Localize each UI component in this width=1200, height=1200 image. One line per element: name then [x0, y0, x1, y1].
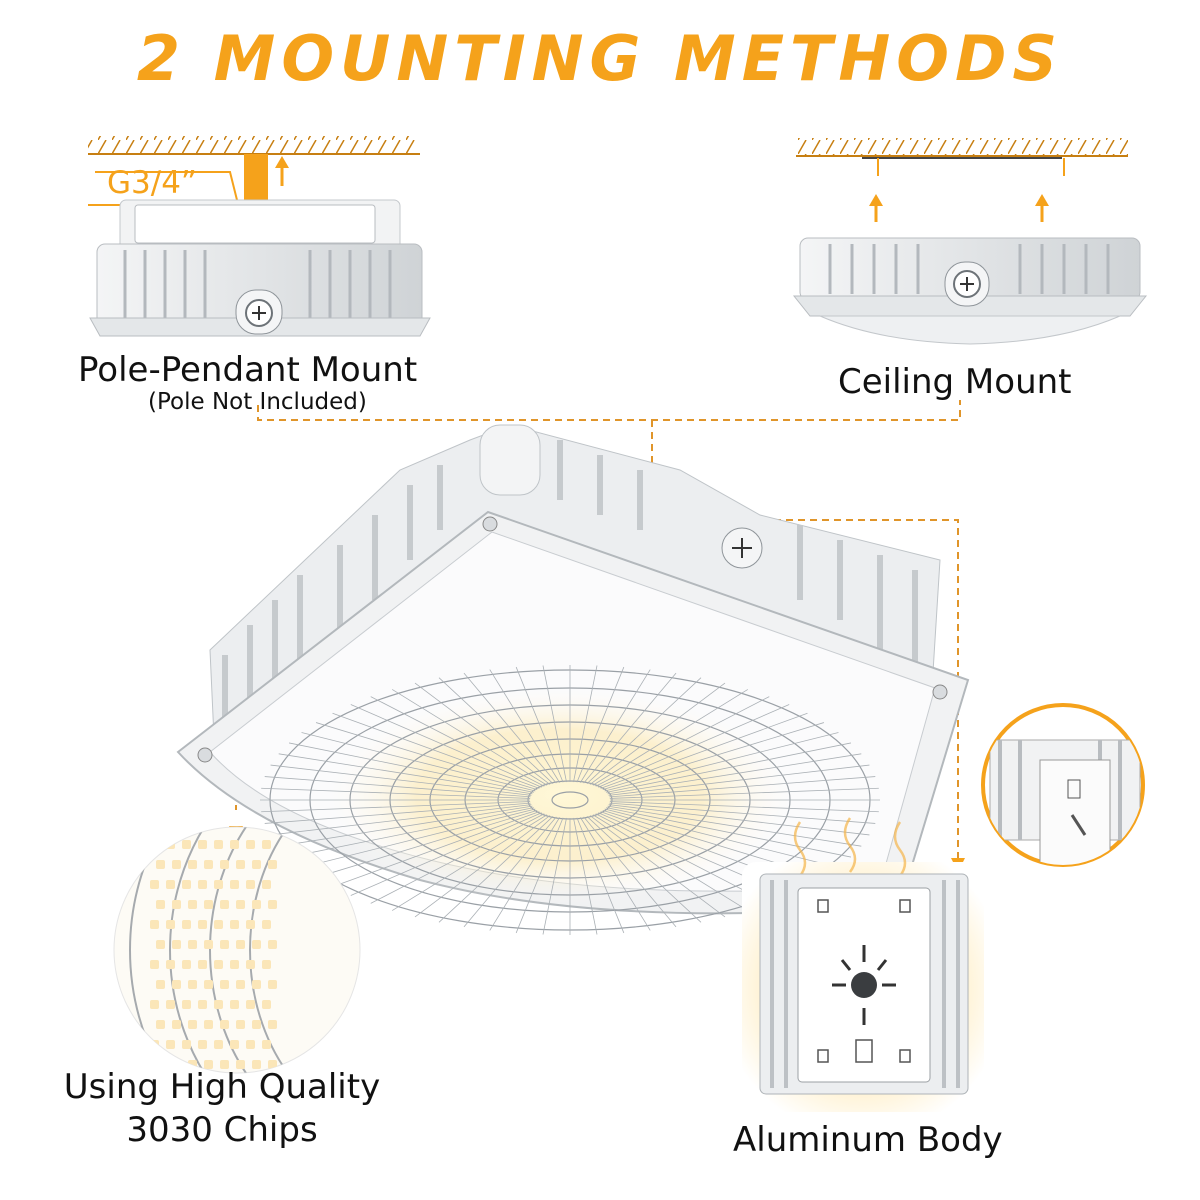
side-detail-circle — [981, 703, 1145, 867]
page-title: 2 MOUNTING METHODS — [136, 22, 1064, 95]
chips-zoom-circle — [113, 826, 361, 1074]
pole-pendant-diagram — [88, 136, 431, 337]
aluminum-body-view — [742, 817, 984, 1112]
chips-label-line2: 3030 Chips — [126, 1110, 318, 1150]
arrow-up-icon — [1035, 194, 1049, 222]
chips-label-line1: Using High Quality — [63, 1067, 381, 1107]
ceiling-mount-diagram — [792, 138, 1148, 345]
arrow-up-icon — [275, 156, 289, 186]
ceiling-mount-label: Ceiling Mount — [838, 362, 1072, 402]
thread-size-label: G3/4” — [107, 165, 197, 201]
pole-pendant-mount-label: Pole-Pendant Mount — [78, 350, 418, 390]
heat-waves-icon — [793, 817, 907, 877]
arrow-up-icon — [869, 194, 883, 222]
main-fixture — [176, 424, 970, 935]
screw-icon — [944, 261, 990, 307]
aluminum-body-label: Aluminum Body — [733, 1120, 1003, 1160]
screw-icon — [721, 527, 763, 569]
screw-icon — [235, 289, 283, 335]
pole-not-included-note: (Pole Not Included) — [148, 389, 367, 415]
